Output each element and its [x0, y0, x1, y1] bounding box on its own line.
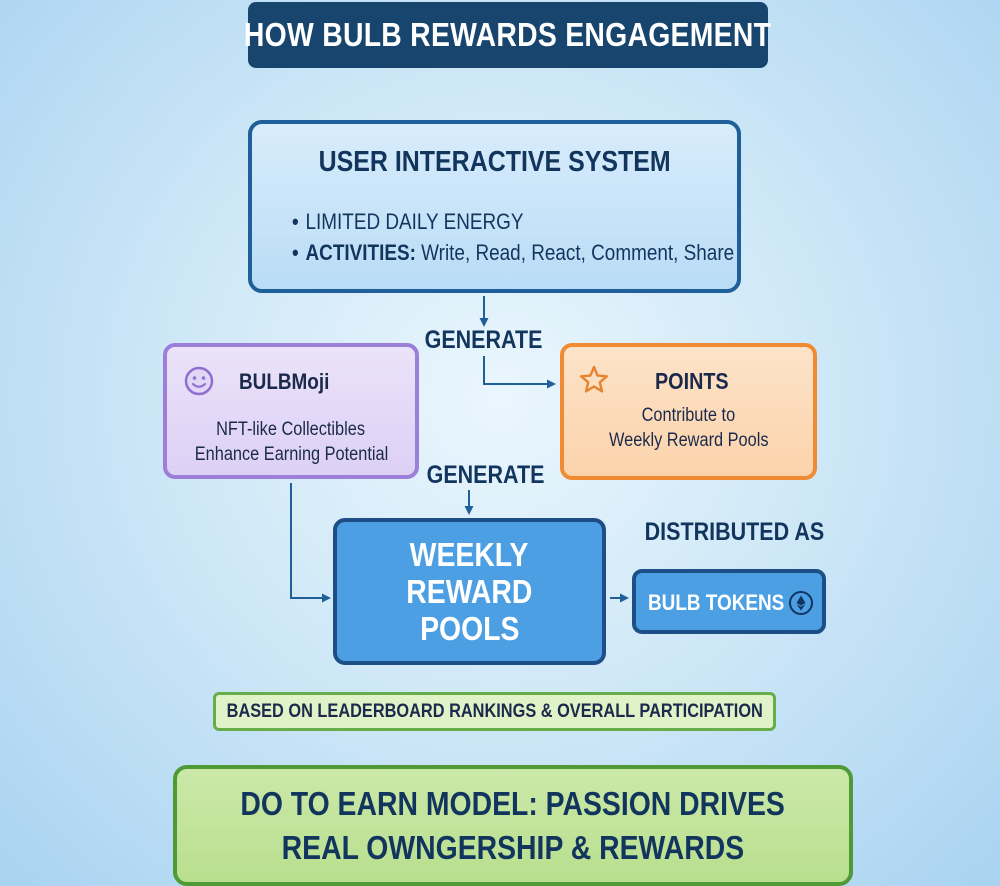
criteria-bar: BASED ON LEADERBOARD RANKINGS & OVERALL …: [213, 692, 776, 731]
activities-label: ACTIVITIES:: [305, 240, 416, 265]
bulbmoji-title: BULBMoji: [239, 369, 330, 394]
title-banner: HOW BULB REWARDS ENGAGEMENT: [244, 2, 771, 68]
generate-label-top: GENERATE: [425, 326, 543, 354]
user-interactive-system-box: USER INTERACTIVE SYSTEM •LIMITED DAILY E…: [248, 120, 741, 293]
weekly-line-2: REWARD: [406, 573, 533, 610]
points-title: POINTS: [654, 368, 729, 394]
user-system-heading: USER INTERACTIVE SYSTEM: [318, 146, 671, 178]
bullet-daily-energy-text: LIMITED DAILY ENERGY: [305, 209, 524, 234]
do-to-earn-model-box: DO TO EARN MODEL: PASSION DRIVES REAL OW…: [173, 765, 853, 886]
bulb-tokens-box: BULB TOKENS: [632, 569, 826, 634]
user-system-bullets: •LIMITED DAILY ENERGY •ACTIVITIES: Write…: [292, 206, 762, 268]
points-box: POINTS Contribute to Weekly Reward Pools: [560, 343, 817, 480]
bullet-activities: •ACTIVITIES: Write, Read, React, Comment…: [292, 240, 735, 265]
arrow-generate-to-points: [483, 356, 556, 389]
points-description: Contribute to Weekly Reward Pools: [608, 405, 769, 451]
model-line-1: DO TO EARN MODEL: PASSION DRIVES: [240, 784, 786, 822]
ethereum-coin-icon: [789, 591, 813, 615]
bulbmoji-description: NFT-like Collectibles Enhance Earning Po…: [194, 419, 388, 465]
weekly-line-1: WEEKLY: [410, 536, 529, 573]
model-line-2: REAL OWNGERSHIP & REWARDS: [281, 828, 745, 866]
page-title: HOW BULB REWARDS ENGAGEMENT: [244, 16, 772, 53]
criteria-text: BASED ON LEADERBOARD RANKINGS & OVERALL …: [226, 700, 763, 722]
distributed-as-label: DISTRIBUTED AS: [644, 518, 825, 546]
weekly-line-3: POOLS: [419, 610, 520, 647]
weekly-reward-pools-box: WEEKLY REWARD POOLS: [333, 518, 606, 665]
activities-list: Write, Read, React, Comment, Share: [421, 240, 735, 265]
star-icon: [580, 365, 608, 393]
bulb-tokens-label: BULB TOKENS: [648, 590, 785, 615]
smiley-icon: [184, 366, 214, 396]
bullet-daily-energy: •LIMITED DAILY ENERGY: [292, 209, 524, 234]
arrow-bulbmoji-to-weekly: [290, 483, 331, 603]
bulbmoji-box: BULBMoji NFT-like Collectibles Enhance E…: [163, 343, 419, 479]
generate-label-middle: GENERATE: [427, 461, 545, 489]
